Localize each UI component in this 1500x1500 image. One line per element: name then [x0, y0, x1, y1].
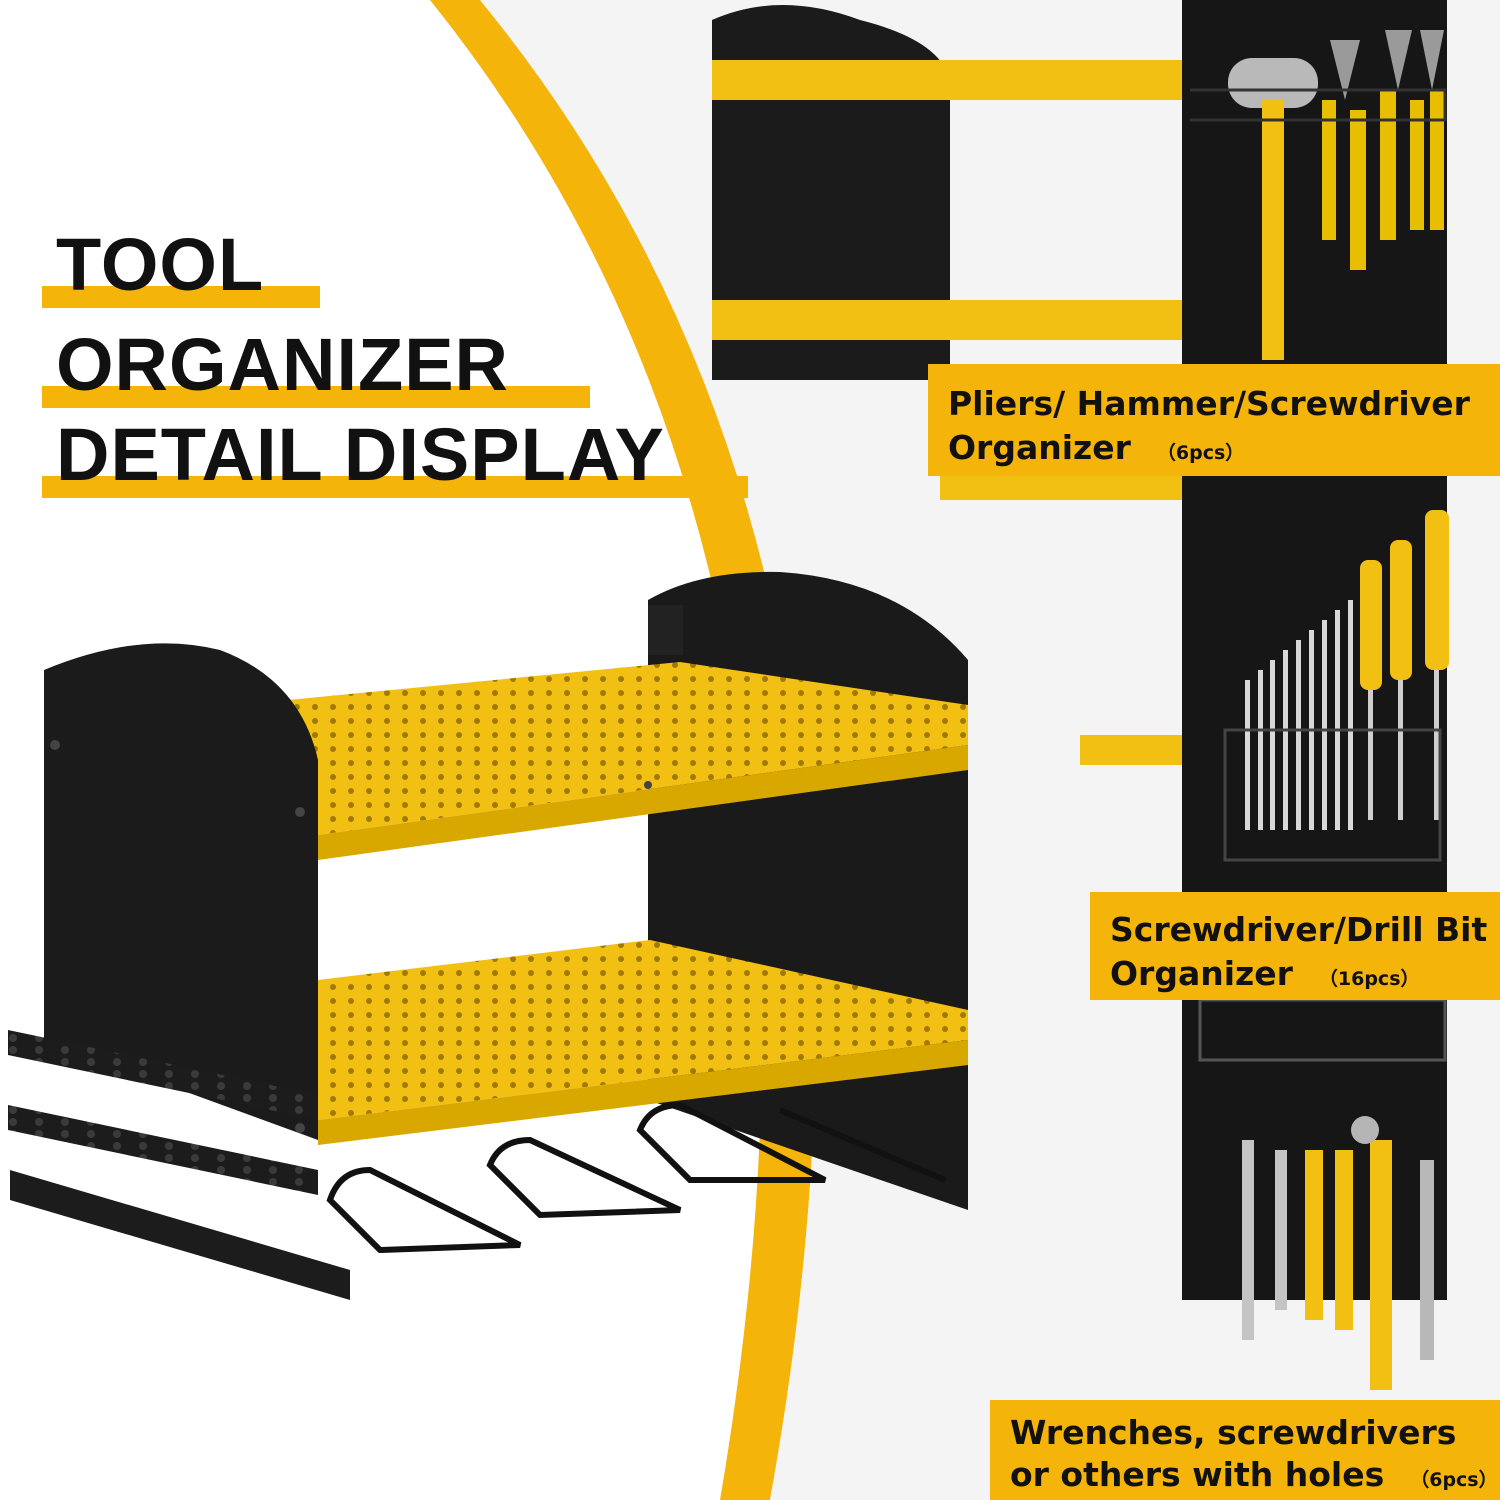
label-screwdriver-drill: Screwdriver/Drill Bit Organizer （16pcs） — [1090, 892, 1500, 1000]
rack-front-panel — [44, 643, 318, 1140]
label-wrenches-line2: or others with holes （6pcs） — [1010, 1454, 1500, 1500]
shelf-middle — [712, 300, 1182, 340]
label-pliers-hammer-organizer: Organizer — [948, 428, 1131, 467]
label-pliers-hammer-qty: （6pcs） — [1156, 442, 1245, 464]
headline-underline-3 — [42, 476, 748, 498]
hanging-tools-group — [1242, 1116, 1434, 1390]
hammer-head — [1228, 58, 1318, 108]
label-wrenches-others: or others with holes — [1010, 1455, 1385, 1494]
label-screwdriver-drill-organizer: Organizer — [1110, 954, 1293, 993]
headline-text-1: TOOL — [56, 223, 265, 306]
label-wrenches-line1: Wrenches, screwdrivers — [1010, 1413, 1457, 1452]
shelf-bit — [1080, 735, 1185, 765]
mounting-tab — [648, 605, 683, 655]
pliers-group — [1322, 30, 1444, 270]
label-screwdriver-drill-line1: Screwdriver/Drill Bit — [1110, 910, 1488, 949]
headline-line-2: ORGANIZER — [42, 328, 590, 408]
headline-underline-2 — [42, 386, 590, 408]
strip-rail-2 — [8, 1105, 318, 1195]
strip-rail-1 — [8, 1030, 318, 1120]
label-pliers-hammer: Pliers/ Hammer/Screwdriver Organizer （6pc… — [928, 364, 1500, 476]
lower-shelf — [318, 940, 968, 1120]
yellow-arc-band — [430, 0, 816, 1500]
headline-line-3: DETAIL DISPLAY — [42, 418, 748, 498]
lower-shelf-edge — [318, 1040, 968, 1145]
upper-shelf — [288, 662, 968, 835]
label-screwdriver-drill-line2: Organizer （16pcs） — [1110, 952, 1500, 1001]
label-screwdriver-drill-qty: （16pcs） — [1318, 968, 1420, 990]
headline-line-1: TOOL — [42, 228, 320, 308]
bit-holder-wire — [1223, 728, 1442, 862]
wire-hangers — [326, 1101, 947, 1254]
panel-screws — [50, 740, 652, 1133]
hook-rail — [1198, 998, 1447, 1062]
screwdrivers-group — [1360, 510, 1449, 820]
label-wrenches-qty: （6pcs） — [1410, 1469, 1498, 1491]
upper-shelf-edge — [318, 745, 968, 860]
hammer-handle — [1262, 100, 1284, 360]
headline-underline-1 — [42, 286, 320, 308]
headline-text-3: DETAIL DISPLAY — [56, 413, 665, 496]
label-wrenches: Wrenches, screwdrivers or others with ho… — [990, 1400, 1500, 1500]
label-pliers-hammer-line1: Pliers/ Hammer/Screwdriver — [948, 384, 1470, 423]
strip-rail-3 — [10, 1170, 350, 1300]
headline-text-2: ORGANIZER — [56, 323, 509, 406]
shelf-upper — [712, 60, 1182, 100]
label-pliers-hammer-line2: Organizer （6pcs） — [948, 426, 1500, 475]
